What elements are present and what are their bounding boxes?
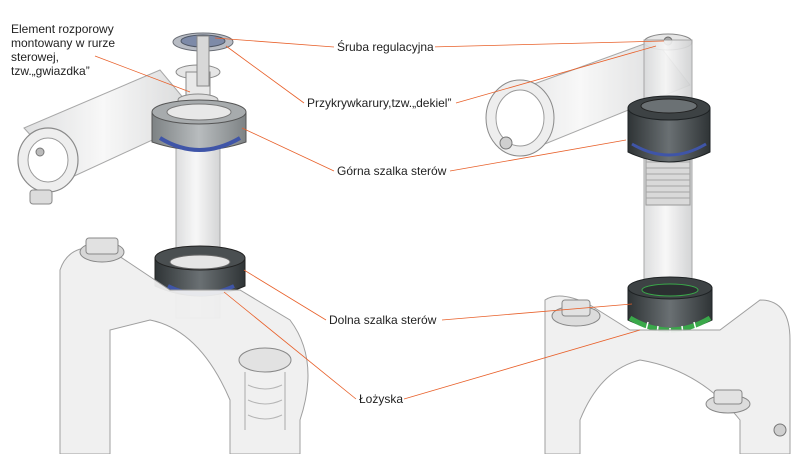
spacer-label-line-4: tzw.„gwiazdka” (11, 64, 90, 78)
left-upper-cup (151, 99, 247, 152)
bolt-label: Śruba regulacyjna (336, 40, 435, 54)
right-assembly (485, 33, 791, 454)
leader-cap-right (455, 45, 657, 104)
leader-spacer (94, 55, 191, 93)
leader-bearings-right (403, 329, 641, 400)
left-lower-cup (154, 245, 246, 297)
leader-lower-cup-left (243, 269, 327, 321)
spacer-label-line-3: sterowej, (11, 50, 60, 64)
leader-lines (94, 37, 665, 400)
leader-cap-left (225, 45, 305, 104)
leader-lower-cup-right (441, 303, 633, 321)
left-stem (17, 69, 201, 205)
bearings-label: Łożyska (358, 392, 405, 406)
upper-cup-label: Górna szalka sterów (336, 164, 448, 178)
leader-bolt-right (429, 40, 665, 48)
right-fork-crown (544, 295, 791, 454)
leader-bolt-left (214, 37, 335, 48)
spacer-label-line-2: montowany w rurze (11, 36, 116, 50)
left-assembly (17, 32, 309, 454)
right-upper-cup (627, 95, 711, 163)
leader-upper-cup-right (449, 139, 627, 172)
cap-label: Przykrywkarury,tzw.„dekiel” (306, 96, 453, 110)
left-fork-crown (59, 237, 309, 454)
spacer-label: Element rozporowy montowany w rurze ster… (10, 22, 182, 78)
leader-bearings-left (223, 291, 357, 400)
spacer-label-line-1: Element rozporowy (11, 22, 114, 36)
right-lower-cup (627, 276, 713, 336)
leader-upper-cup-left (241, 127, 335, 172)
left-bolt (172, 32, 234, 87)
lower-cup-label: Dolna szalka sterów (328, 313, 438, 327)
